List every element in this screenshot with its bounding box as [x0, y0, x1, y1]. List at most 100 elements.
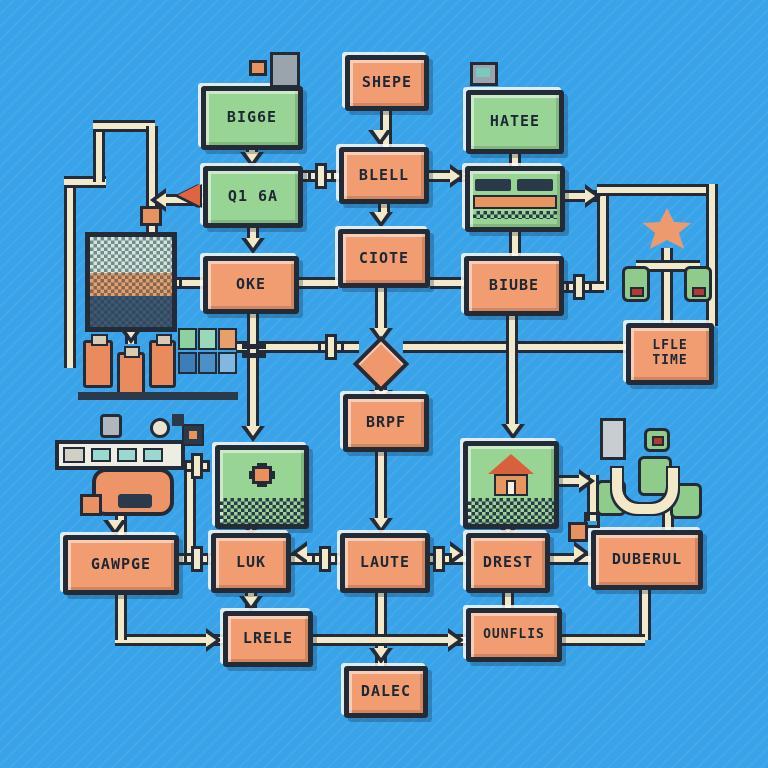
node-laute-label: LAUTE	[359, 553, 411, 572]
node-luk-label: LUK	[235, 553, 267, 572]
valve-icon	[566, 274, 592, 300]
arrow-down-jars-icon	[119, 328, 143, 344]
node-brpf: BRPF	[343, 394, 429, 452]
pipe-oke-ciote	[299, 277, 338, 289]
node-oke: OKE	[203, 256, 299, 314]
pipe-oke-corebox	[247, 312, 259, 430]
gear-icon	[270, 52, 300, 88]
pipe-biube-house	[506, 314, 518, 426]
pipe-mixer-luk-line	[184, 470, 196, 560]
connector-square-icon	[568, 522, 588, 542]
pipe-ciote-diamond	[375, 286, 387, 330]
pipe-square-drop	[146, 126, 158, 206]
node-laute: LAUTE	[340, 533, 430, 593]
valve-icon	[184, 453, 210, 479]
factory-icon	[473, 177, 557, 221]
node-hatee: HATEE	[466, 90, 564, 154]
rubble-texture	[468, 498, 554, 524]
orange-arrow-icon	[178, 184, 200, 206]
tile-icon	[198, 352, 217, 374]
node-biube: BIUBE	[464, 256, 564, 316]
node-ounflis: OUNFLIS	[466, 608, 562, 662]
arrow-right-ounflis-icon	[448, 628, 464, 652]
pipe-right-vertical1	[597, 190, 609, 290]
pipe-left-up	[93, 126, 105, 182]
gadget-icon	[600, 418, 626, 460]
node-dalec-label: DALEC	[360, 682, 412, 701]
node-gawpge: GAWPGE	[63, 535, 179, 595]
valve-icon	[312, 546, 338, 572]
pipe-gawpge-down	[115, 593, 127, 640]
pipe-laute-dalec	[375, 590, 387, 666]
node-dalec: DALEC	[344, 666, 428, 718]
chip-icon	[249, 60, 267, 76]
house-roof-icon	[488, 454, 534, 474]
monitor-icon	[470, 62, 498, 86]
arrow-down-lrele-icon	[239, 596, 263, 612]
pipe-factory-biube	[509, 230, 521, 258]
pipe-drest-ounflis	[502, 590, 514, 608]
orb-icon	[150, 418, 170, 438]
pipe-left-long	[64, 182, 76, 368]
arrow-right-r1-icon	[585, 184, 601, 208]
arrow-right-factory-icon	[450, 164, 466, 188]
arrow-down-blell-icon	[368, 130, 392, 146]
pipe-bottomleft	[115, 634, 223, 646]
pipe-left-top	[93, 120, 155, 132]
arrow-down-corebox-icon	[241, 426, 265, 442]
core-icon	[252, 466, 272, 484]
node-factory	[465, 166, 565, 232]
node-big6e-label: BIG6E	[226, 108, 278, 127]
pipe-duberul-bottom	[639, 588, 651, 640]
node-drest-label: DREST	[482, 553, 534, 572]
mixer-icon	[92, 468, 174, 516]
pipe-ciote-biube	[430, 277, 464, 289]
arrow-right-duberul-icon	[574, 541, 590, 565]
jar-icon	[83, 334, 113, 388]
valve-icon	[184, 546, 210, 572]
conveyor-icon	[55, 440, 185, 470]
arrow-right-drest-icon	[450, 541, 466, 565]
house-box-icon	[463, 441, 559, 529]
robot-icon	[622, 266, 650, 302]
node-oke-label: OKE	[235, 275, 267, 294]
connector-square-icon	[140, 206, 162, 226]
node-duberul: DUBERUL	[591, 530, 703, 590]
arrow-down-q16a-icon	[240, 152, 264, 168]
arrow-right-lrele-icon	[206, 628, 222, 652]
valve-icon	[318, 334, 344, 360]
filter-tank-icon	[85, 232, 177, 332]
node-shepe-label: SHEPE	[361, 73, 413, 92]
node-ciote: CIOTE	[338, 229, 430, 288]
arrow-down-ciote-icon	[369, 212, 393, 228]
node-brpf-label: BRPF	[365, 413, 407, 432]
node-lrele: LRELE	[223, 611, 313, 667]
node-drest: DREST	[466, 533, 550, 593]
robot-icon	[684, 266, 712, 302]
node-ciote-label: CIOTE	[358, 248, 410, 267]
pipe-q16a-oke	[247, 226, 259, 240]
pipe-square-tank	[146, 226, 158, 236]
node-lfle-time: LFLE TIME	[626, 323, 714, 385]
robot-head-icon	[644, 428, 670, 452]
arrow-right-house-icon	[579, 469, 595, 493]
node-lfle-line1: LFLE	[652, 338, 688, 354]
decision-diamond	[352, 335, 410, 393]
pipe-flange	[242, 344, 266, 349]
node-shepe: SHEPE	[345, 55, 429, 111]
jar-icon	[149, 334, 176, 388]
tile-icon	[178, 352, 197, 374]
inventory-tiles-icon	[178, 328, 240, 378]
pipe-hatee-factory	[509, 150, 521, 170]
arrow-down-laute-icon	[369, 518, 393, 534]
node-lfle-line2: TIME	[652, 353, 688, 368]
valve-icon	[308, 163, 334, 189]
outline-square-icon	[584, 512, 600, 528]
arrow-down-house-icon	[501, 424, 525, 440]
arrow-down-oke-icon	[241, 238, 265, 254]
valve-icon	[426, 546, 452, 572]
node-biube-label: BIUBE	[488, 276, 540, 295]
tile-icon	[218, 328, 237, 350]
mixer-hopper-icon	[80, 494, 102, 516]
